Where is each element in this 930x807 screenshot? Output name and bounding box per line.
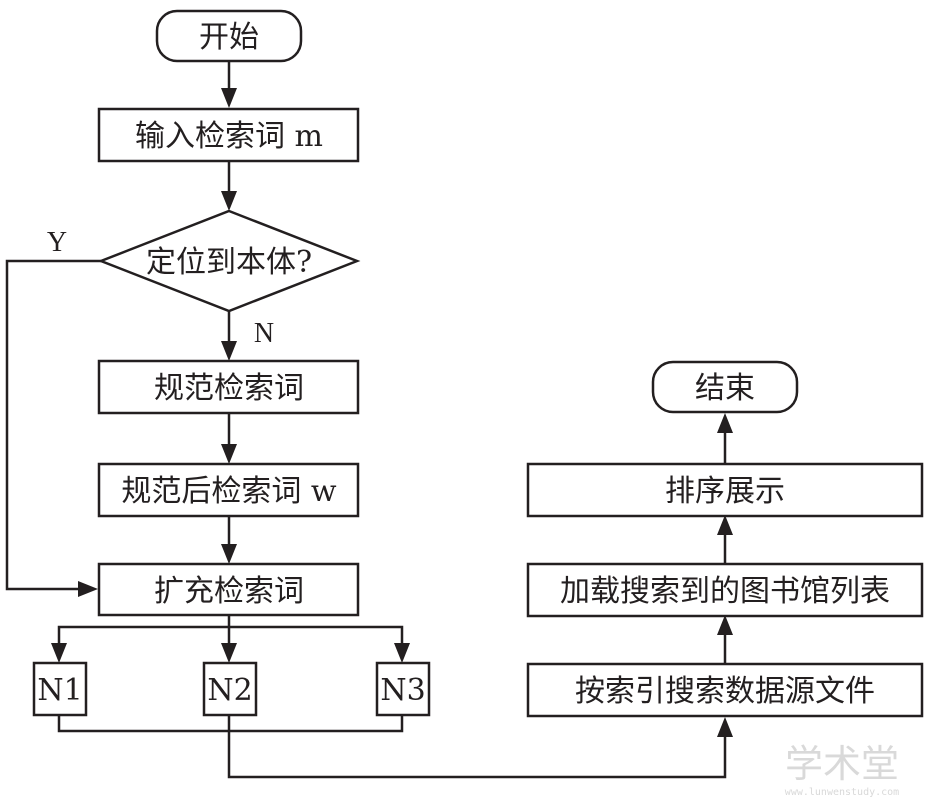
arrowhead-icon (221, 544, 237, 564)
input-label: 输入检索词 m (135, 119, 323, 154)
end-terminal (651, 360, 799, 414)
start-label: 开始 (199, 20, 259, 55)
arrowhead-icon (717, 615, 733, 635)
watermark-logo: 学术堂 (785, 742, 899, 786)
normalize-box (97, 359, 360, 415)
input-box (97, 107, 360, 163)
arrowhead-icon (78, 581, 98, 597)
arrowhead-icon (221, 643, 237, 663)
n3-label: N3 (380, 673, 425, 708)
arrowhead-icon (717, 515, 733, 535)
n3-box (375, 661, 431, 717)
arrowhead-icon (221, 191, 237, 211)
connector-yes-branch (5, 259, 101, 591)
n1-label: N1 (37, 673, 82, 708)
no-label: N (254, 318, 274, 349)
load-box (526, 562, 924, 618)
normalized-box (97, 462, 360, 518)
connector-split-bar (57, 625, 404, 645)
arrowhead-icon (51, 643, 67, 663)
arrowhead-icon (394, 643, 410, 663)
sort-label: 排序展示 (665, 474, 785, 509)
n2-box (202, 661, 258, 717)
arrowhead-icon (221, 444, 237, 464)
decision-label: 定位到本体? (146, 245, 312, 280)
expand-label: 扩充检索词 (154, 574, 304, 609)
yes-label: Y (47, 227, 67, 258)
arrowhead-icon (221, 88, 237, 108)
expand-box (97, 562, 360, 617)
connector-merge-bar (57, 715, 404, 733)
sort-box (526, 462, 924, 518)
search-label: 按索引搜索数据源文件 (575, 674, 875, 709)
connector-merge-to-search (227, 715, 727, 779)
normalized-label: 规范后检索词 w (121, 474, 337, 509)
normalize-label: 规范检索词 (154, 371, 304, 406)
watermark-url: www.lunwenstudy.com (785, 787, 899, 798)
arrowhead-icon (717, 413, 733, 433)
n2-label: N2 (207, 673, 252, 708)
arrowhead-icon (221, 341, 237, 361)
end-label: 结束 (695, 371, 755, 406)
load-label: 加载搜索到的图书馆列表 (560, 574, 890, 609)
arrowhead-icon (717, 717, 733, 737)
n1-box (32, 661, 88, 717)
